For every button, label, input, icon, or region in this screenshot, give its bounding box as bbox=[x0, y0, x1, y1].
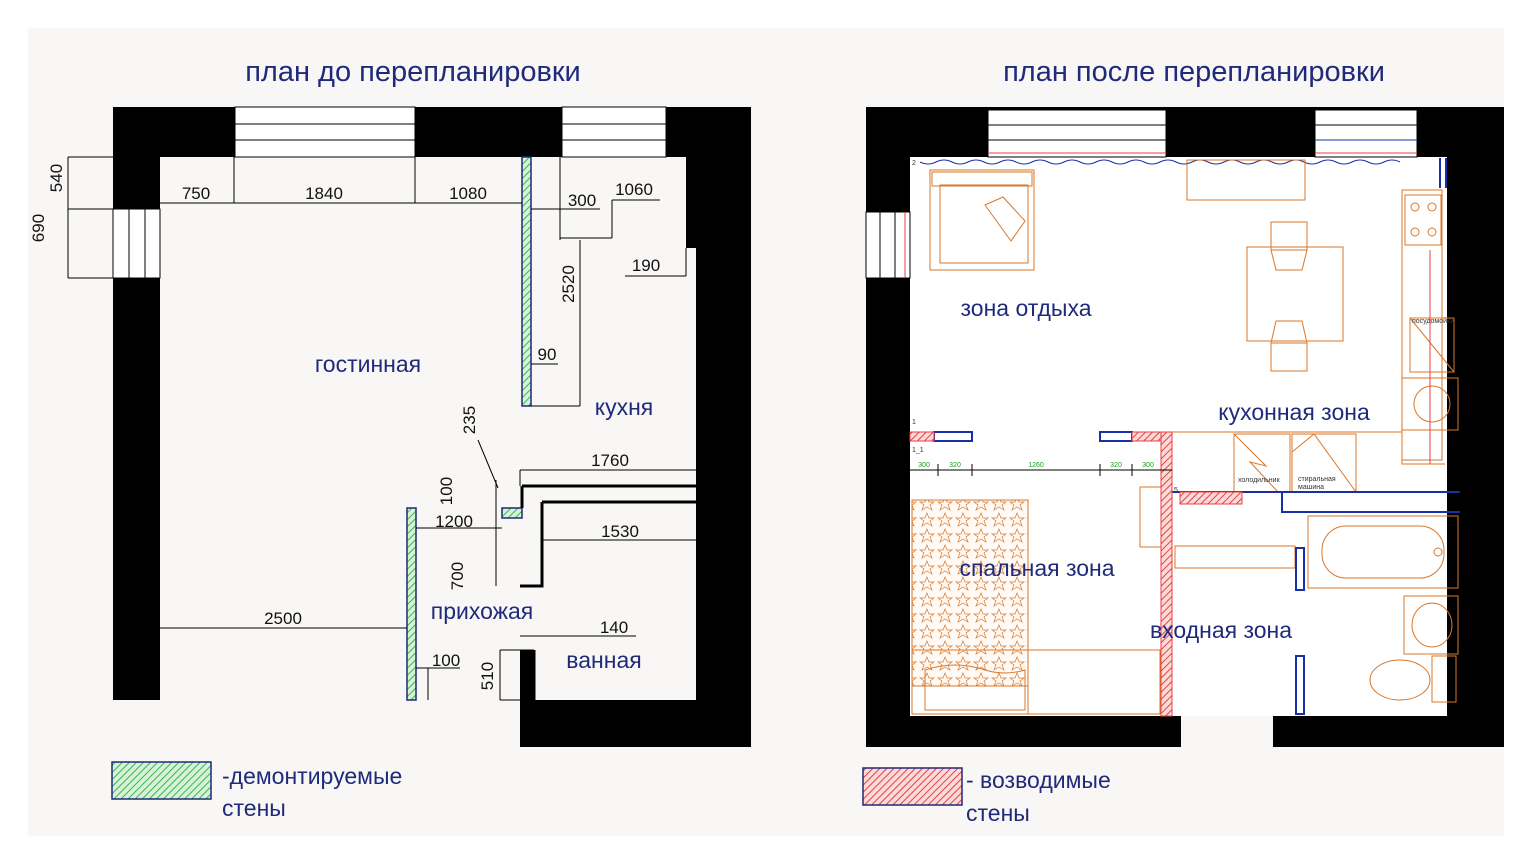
legend: -демонтируемые стены - возводимые стены bbox=[111, 761, 1111, 826]
legend-demolished-line1: -демонтируемые bbox=[222, 763, 402, 789]
label-dishwasher: посудомойка bbox=[1412, 317, 1454, 325]
before-partitions bbox=[520, 484, 696, 700]
marker-1: 1 bbox=[912, 419, 916, 426]
dim-1060: 1060 bbox=[615, 180, 653, 199]
dim-2500: 2500 bbox=[264, 609, 302, 628]
demolished-wall-small bbox=[501, 507, 523, 519]
stove-icon bbox=[1404, 194, 1442, 246]
room-label-bath: ванная bbox=[566, 647, 641, 673]
bed-icon bbox=[911, 499, 1029, 715]
erected-wall-hall bbox=[1179, 491, 1243, 505]
zone-label-sleep: спальная зона bbox=[959, 555, 1114, 581]
zone-label-kitchen: кухонная зона bbox=[1218, 399, 1370, 425]
legend-swatch-demolished bbox=[111, 761, 212, 800]
dim-1530: 1530 bbox=[601, 522, 639, 541]
armchair-icon bbox=[929, 169, 1035, 271]
after-window-top-right bbox=[1314, 109, 1418, 158]
after-furniture bbox=[911, 159, 1459, 715]
dim-700: 700 bbox=[448, 562, 467, 590]
dim-1200: 1200 bbox=[435, 512, 473, 531]
after-dimension-chain bbox=[910, 464, 1172, 476]
kitchen-counter bbox=[1401, 189, 1443, 461]
dim-2520: 2520 bbox=[559, 265, 578, 303]
dim-540: 540 bbox=[47, 164, 66, 192]
before-outer-walls bbox=[113, 107, 751, 747]
demolished-wall-hall bbox=[406, 507, 417, 701]
dim-750: 750 bbox=[182, 184, 210, 203]
dim-90: 90 bbox=[538, 345, 557, 364]
dim-g320b: 320 bbox=[1110, 462, 1122, 469]
marker-1-1: 1_1 bbox=[912, 447, 924, 454]
toilet-icon bbox=[1369, 655, 1457, 703]
legend-demolished-line2: стены bbox=[222, 795, 286, 821]
erected-wall-left bbox=[909, 431, 935, 442]
before-window-top-right bbox=[561, 106, 667, 158]
dim-g320a: 320 bbox=[949, 462, 961, 469]
room-label-hall: прихожая bbox=[431, 598, 534, 624]
label-fridge: холодильник bbox=[1238, 477, 1281, 484]
after-entrance-gap bbox=[1181, 716, 1273, 747]
dishwasher-icon bbox=[1409, 317, 1455, 373]
washbasin-icon bbox=[1403, 595, 1459, 655]
wardrobe-icon bbox=[1027, 649, 1161, 715]
zone-label-entrance: входная зона bbox=[1150, 617, 1292, 643]
after-right-wall-inner bbox=[1447, 157, 1460, 716]
dim-235: 235 bbox=[460, 406, 479, 434]
dim-1840: 1840 bbox=[305, 184, 343, 203]
before-dimension-lines bbox=[67, 156, 696, 701]
dim-510: 510 bbox=[478, 662, 497, 690]
room-label-living: гостинная bbox=[315, 351, 421, 377]
curtain-line bbox=[919, 159, 1401, 165]
marker-2: 2 bbox=[912, 160, 916, 167]
after-window-top-left bbox=[987, 109, 1167, 158]
legend-swatch-erected bbox=[862, 767, 963, 806]
dim-690: 690 bbox=[29, 214, 48, 242]
before-plan-title: план до перепланировки bbox=[245, 56, 581, 88]
demolished-wall-kitchen bbox=[521, 156, 532, 407]
before-window-top-left bbox=[234, 106, 416, 158]
legend-erected-line2: стены bbox=[966, 800, 1030, 826]
dim-300: 300 bbox=[568, 191, 596, 210]
before-window-left bbox=[112, 208, 161, 279]
before-entrance-gap bbox=[428, 700, 520, 747]
after-window-left bbox=[865, 211, 911, 279]
legend-erected-line1: - возводимые bbox=[966, 767, 1111, 793]
dim-g300b: 300 bbox=[1142, 462, 1154, 469]
dim-100-vertical: 100 bbox=[437, 477, 456, 505]
zone-label-rest: зона отдыха bbox=[960, 295, 1091, 321]
dim-g1260: 1260 bbox=[1028, 462, 1044, 469]
dim-1760: 1760 bbox=[591, 451, 629, 470]
before-plan: 750 1840 1080 300 1060 540 690 2520 190 … bbox=[29, 106, 751, 747]
dim-140: 140 bbox=[600, 618, 628, 637]
after-plan: 300 320 1260 320 300 2 1 1_1 5 посудомой… bbox=[865, 107, 1504, 747]
room-label-kitchen: кухня bbox=[595, 394, 653, 420]
sideboard-icon bbox=[1186, 159, 1306, 201]
after-plan-title: план после перепланировки bbox=[1003, 56, 1385, 88]
label-washer-line1: стиральная bbox=[1298, 476, 1336, 483]
dim-190: 190 bbox=[632, 256, 660, 275]
label-washer-line2: машина bbox=[1298, 484, 1324, 491]
dining-table-icon bbox=[1246, 221, 1344, 372]
marker-5: 5 bbox=[1174, 487, 1178, 494]
dim-1080: 1080 bbox=[449, 184, 487, 203]
bathtub-icon bbox=[1307, 515, 1459, 589]
erected-wall-vertical bbox=[1160, 431, 1173, 717]
dim-100: 100 bbox=[432, 651, 460, 670]
dim-g300a: 300 bbox=[918, 462, 930, 469]
